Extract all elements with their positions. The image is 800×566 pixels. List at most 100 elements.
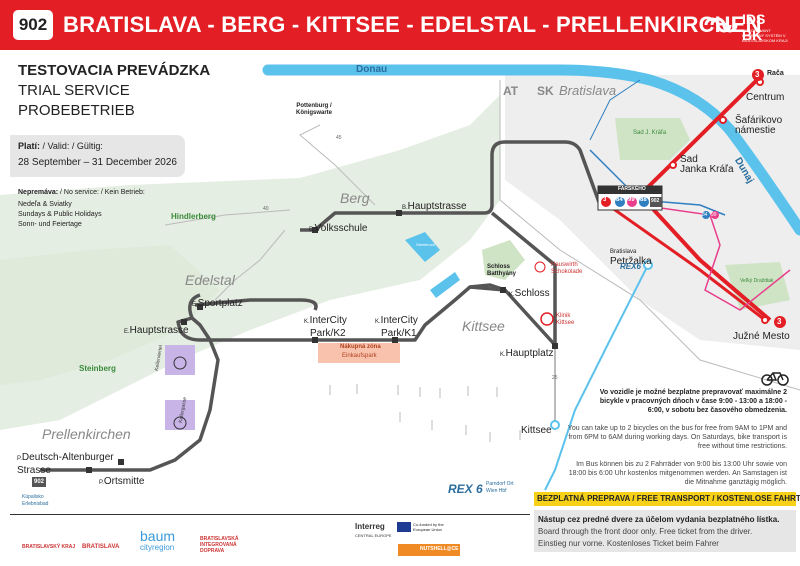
kellergasse-area bbox=[165, 400, 195, 430]
no-service-line: Sundays & Public Holidays bbox=[18, 211, 102, 218]
stop-prefix: B. bbox=[309, 227, 315, 233]
height-mark: 25 bbox=[552, 375, 558, 381]
height-mark: 40 bbox=[263, 206, 269, 212]
place-steinberg: Steinberg bbox=[79, 364, 116, 373]
stop-name: Sportplatz bbox=[197, 298, 243, 309]
stop-marker bbox=[500, 287, 506, 293]
path-edelstal bbox=[214, 229, 286, 301]
side-badge-84 bbox=[702, 211, 710, 219]
stop-marker bbox=[118, 459, 124, 465]
route-902-loop bbox=[194, 298, 318, 311]
stop-marker bbox=[181, 319, 187, 325]
stop-sportplatz: E.Sportplatz bbox=[192, 298, 243, 309]
station-petrzalka bbox=[643, 260, 653, 270]
rex-num: 6 bbox=[476, 482, 483, 496]
line-badge-902 bbox=[650, 197, 662, 207]
logo-bid: BRATISLAVSKÁ INTEGROVANÁ DOPRAVA bbox=[200, 536, 239, 554]
stop-juzne-mesto-label: Južné Mesto bbox=[733, 331, 790, 342]
stop-prefix: K. bbox=[509, 292, 515, 298]
place-steinbruch: Steinbruch bbox=[416, 242, 436, 247]
stop-hauptstrasse-edelstal: E.Hauptstrasse bbox=[124, 325, 189, 336]
stop-safarikovo bbox=[719, 116, 727, 124]
stop-ortsmitte: P.Ortsmitte bbox=[99, 476, 144, 487]
rex-name: REX bbox=[448, 482, 473, 496]
place-nakupna-zona: Nákupná zóna bbox=[340, 344, 381, 350]
validity-box bbox=[10, 135, 185, 177]
line-badge-99 bbox=[627, 197, 637, 207]
line-badge-84 bbox=[615, 197, 625, 207]
rex-line bbox=[544, 264, 649, 491]
title-sk: TESTOVACIA PREVÁDZKA bbox=[18, 62, 211, 79]
klinik-icon bbox=[540, 312, 554, 326]
river-donau bbox=[262, 64, 800, 236]
title-en: TRIAL SERVICE bbox=[18, 82, 130, 99]
logo-eu: Co-funded by the European Union bbox=[413, 522, 444, 532]
river-label-donau: Donau bbox=[356, 64, 388, 75]
stop-name: Hauptplatz bbox=[505, 348, 554, 359]
stop-sad-janka bbox=[669, 161, 677, 169]
stop-marker bbox=[312, 227, 318, 233]
tram-badge-label: 3 bbox=[777, 317, 782, 326]
place-pottenburg: Pottenburg / Königswarte bbox=[295, 103, 332, 116]
stop-kittsee: Kittsee bbox=[521, 425, 552, 436]
bike-icon bbox=[173, 416, 187, 430]
stop-prefix: K. bbox=[500, 352, 506, 358]
free-heading-bar bbox=[534, 492, 796, 506]
tram-badge-label: 3 bbox=[755, 70, 760, 79]
stop-name: Deutsch-Altenburger bbox=[21, 452, 114, 463]
stop-marker bbox=[552, 343, 558, 349]
stop-marker bbox=[197, 304, 203, 310]
tram-line-3 bbox=[637, 73, 772, 322]
stop-prefix: K. bbox=[304, 319, 310, 325]
stop-volksschule: B.Volksschule bbox=[309, 223, 367, 234]
kellerviertel-area bbox=[165, 345, 195, 375]
forest-area-lower bbox=[0, 245, 220, 385]
stop-marker bbox=[392, 337, 398, 343]
pond-2 bbox=[430, 272, 460, 298]
rex-dest: Parndorf Ort bbox=[486, 481, 514, 487]
stop-name: Ortsmitte bbox=[103, 476, 145, 487]
stop-name: Schloss bbox=[514, 288, 550, 299]
place-klinik: Klinik Kittsee bbox=[556, 313, 575, 326]
stop-marker bbox=[86, 467, 92, 473]
tram-badge-bottom bbox=[774, 316, 786, 328]
free-info-sk: Nástup cez predné dvere za účelom vydani… bbox=[538, 515, 780, 524]
line-badge-label: 3 bbox=[603, 197, 607, 203]
town-edelstal: Edelstal bbox=[185, 272, 235, 288]
stop-prefix: K. bbox=[375, 319, 381, 325]
stop-marker bbox=[312, 337, 318, 343]
eu-flag-icon bbox=[397, 522, 411, 532]
town-prellenkirchen: Prellenkirchen bbox=[42, 426, 131, 442]
no-service-label-rest: / No service: / Kein Betrieb: bbox=[58, 189, 145, 196]
bike-info-sk: Vo vozidle je možné bezplatne prepravova… bbox=[599, 389, 787, 414]
free-info-en: Board through the front door only. Free … bbox=[538, 527, 753, 536]
logo-baum: baum bbox=[140, 528, 176, 544]
stop-prefix: B. bbox=[402, 205, 408, 211]
tram-badge-top bbox=[752, 69, 764, 81]
no-service-label-row: Nepremáva: / No service: / Kein Betrieb: bbox=[18, 188, 145, 197]
route-badge-small: 902 bbox=[32, 477, 46, 487]
stop-schloss: K.Schloss bbox=[509, 288, 550, 299]
border-sk: SK bbox=[537, 84, 554, 98]
farskeho-header bbox=[598, 186, 662, 194]
rex-name: REX bbox=[620, 262, 637, 271]
route-title: BRATISLAVA - BERG - KITTSEE - EDELSTAL -… bbox=[63, 12, 762, 37]
stop-hauptplatz: K.Hauptplatz bbox=[500, 348, 553, 359]
stop-name: Hauptstrasse bbox=[129, 325, 189, 336]
brand-subtitle: INTEGROVANÝ DOPRAVNÝ SYSTÉM V BRATISLAVS… bbox=[742, 28, 788, 43]
border-at: AT bbox=[503, 84, 519, 98]
town-berg: Berg bbox=[340, 190, 370, 206]
stop-name-2: Janka Kráľa bbox=[680, 164, 734, 175]
logo-bratislavsky-kraj: BRATISLAVSKÝ KRAJ bbox=[22, 544, 76, 550]
no-service-line: Sonn- und Feiertage bbox=[18, 221, 82, 228]
stop-name-2: Petržalka bbox=[610, 256, 652, 267]
place-hindlerberg: Hindlerberg bbox=[171, 212, 216, 221]
validity-dates: 28 September – 31 December 2026 bbox=[18, 157, 177, 168]
tram-line-3b bbox=[607, 203, 766, 322]
stop-name: Bratislava bbox=[610, 249, 637, 255]
header-bar: 902 BRATISLAVA - BERG - KITTSEE - EDELST… bbox=[0, 0, 800, 50]
